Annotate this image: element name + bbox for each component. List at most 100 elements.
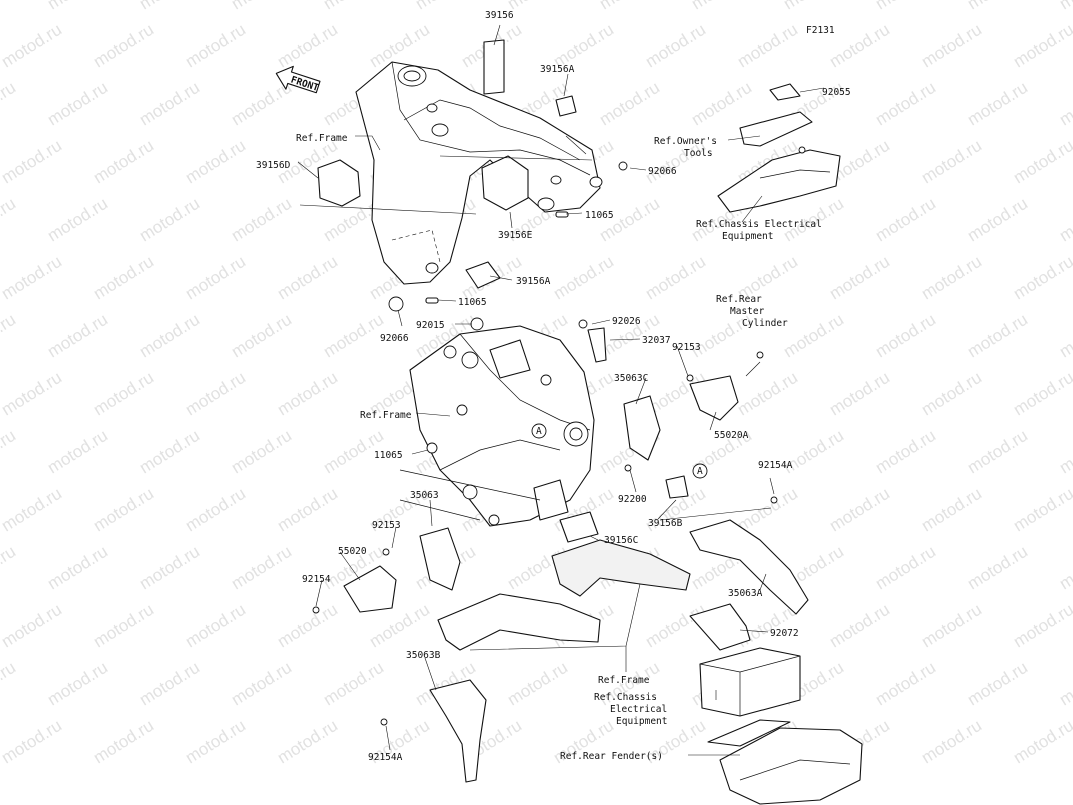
svg-text:A: A (536, 426, 542, 437)
watermark-text: motod.ru (1056, 194, 1073, 246)
part-label-p11065_top: 11065 (585, 210, 614, 221)
part-label-p92072: 92072 (770, 628, 799, 639)
watermark-text: motod.ru (918, 484, 985, 536)
watermark-text: motod.ru (964, 658, 1031, 710)
watermark-text: motod.ru (504, 0, 571, 13)
part-label-p39156a_top: 39156A (540, 64, 575, 75)
watermark-text: motod.ru (964, 426, 1031, 478)
watermark-text: motod.ru (412, 0, 479, 13)
cap-39156c (559, 511, 599, 543)
part-label-p39156e: 39156E (498, 230, 533, 241)
watermark-text: motod.ru (1010, 368, 1073, 420)
part-label-pRefOwners: Ref.Owner's (654, 136, 717, 147)
watermark-text: motod.ru (90, 484, 157, 536)
watermark-text: motod.ru (320, 310, 387, 362)
watermark-text: motod.ru (1056, 0, 1073, 13)
watermark-text: motod.ru (44, 0, 111, 13)
left-footrest-brackets (312, 527, 487, 783)
part-label-p11065_mid: 11065 (458, 297, 487, 308)
watermark-text: motod.ru (872, 310, 939, 362)
watermark-text: motod.ru (964, 310, 1031, 362)
svg-text:A: A (697, 466, 703, 477)
part-label-pRefFrame2: Ref.Frame (360, 410, 412, 421)
watermark-text: motod.ru (0, 716, 65, 768)
part-label-pRefOwners2: Tools (684, 148, 713, 159)
watermark-text: motod.ru (918, 716, 985, 768)
part-label-pRefChassis2: Ref.Chassis (594, 692, 657, 703)
watermark-text: motod.ru (182, 252, 249, 304)
watermark-text: motod.ru (0, 252, 65, 304)
part-label-pRefFrame3: Ref.Frame (598, 675, 650, 686)
watermark-text: motod.ru (918, 20, 985, 72)
watermark-text: motod.ru (0, 484, 65, 536)
watermark-text: motod.ru (642, 20, 709, 72)
watermark-text: motod.ru (274, 716, 341, 768)
watermark-text: motod.ru (872, 542, 939, 594)
middle-frame-drawing: A A (399, 317, 708, 543)
watermark-text: motod.ru (182, 20, 249, 72)
watermark-text: motod.ru (1010, 600, 1073, 652)
watermark-text: motod.ru (182, 136, 249, 188)
part-label-p92055: 92055 (822, 87, 851, 98)
watermark-text: motod.ru (0, 0, 19, 13)
watermark-text: motod.ru (182, 716, 249, 768)
watermark-text: motod.ru (0, 600, 65, 652)
part-label-p55020a: 55020A (714, 430, 749, 441)
watermark-text: motod.ru (734, 484, 801, 536)
watermark-text: motod.ru (0, 310, 19, 362)
owners-tools-tray (717, 83, 841, 213)
watermark-text: motod.ru (826, 20, 893, 72)
watermark-text: motod.ru (44, 194, 111, 246)
part-label-p39156c: 39156C (604, 535, 638, 546)
part-label-p92066_mid: 92066 (380, 333, 409, 344)
part-label-p92066_top: 92066 (648, 166, 677, 177)
watermark-text: motod.ru (1056, 542, 1073, 594)
part-label-p11065_low: 11065 (374, 450, 403, 461)
watermark-text: motod.ru (642, 252, 709, 304)
watermark-text: motod.ru (1010, 484, 1073, 536)
watermark-text: motod.ru (826, 484, 893, 536)
watermark-text: motod.ru (550, 252, 617, 304)
watermark-text: motod.ru (136, 194, 203, 246)
part-label-pRefFrame1: Ref.Frame (296, 133, 348, 144)
watermark-text: motod.ru (1010, 136, 1073, 188)
part-label-pRefChassis1: Ref.Chassis Electrical (696, 219, 822, 230)
watermark-text: motod.ru (90, 600, 157, 652)
watermark-text: motod.ru (1056, 426, 1073, 478)
watermark-text: motod.ru (320, 0, 387, 13)
part-label-pRefRear2: Master (730, 306, 765, 317)
watermark-text: motod.ru (228, 0, 295, 13)
right-footrest-brackets (623, 351, 809, 615)
battery-drawing (689, 603, 801, 747)
part-label-p92153_l: 92153 (372, 520, 401, 531)
watermark-text: motod.ru (274, 600, 341, 652)
part-label-p35063: 35063 (410, 490, 439, 501)
lower-frame-rails (437, 539, 691, 651)
watermark-text: motod.ru (918, 136, 985, 188)
watermark-text: motod.ru (1056, 658, 1073, 710)
watermark-text: motod.ru (182, 600, 249, 652)
watermark-text: motod.ru (44, 78, 111, 130)
watermark-text: motod.ru (872, 426, 939, 478)
cap-39156e (481, 155, 529, 211)
part-label-pRefRear1: Ref.Rear (716, 294, 762, 305)
watermark-text: motod.ru (964, 542, 1031, 594)
part-label-pRefChassis2b: Electrical (610, 704, 667, 715)
front-arrow-label: FRONT (289, 75, 320, 94)
watermark-text: motod.ru (780, 0, 847, 13)
watermark-text: motod.ru (1010, 716, 1073, 768)
watermark-text: motod.ru (90, 716, 157, 768)
watermark-text: motod.ru (596, 78, 663, 130)
part-labels: 3915639156A92055Ref.Owner'sToolsRef.Fram… (256, 10, 851, 763)
watermark-text: motod.ru (1056, 310, 1073, 362)
watermark-text: motod.ru (826, 368, 893, 420)
part-label-p55020: 55020 (338, 546, 367, 557)
watermark-text: motod.ru (90, 252, 157, 304)
leader-lines (297, 24, 825, 756)
watermark-text: motod.ru (1056, 78, 1073, 130)
watermark-text: motod.ru (596, 0, 663, 13)
part-label-p35063b: 35063B (406, 650, 441, 661)
part-label-p92154a_l: 92154A (368, 752, 403, 763)
watermark-text: motod.ru (872, 194, 939, 246)
